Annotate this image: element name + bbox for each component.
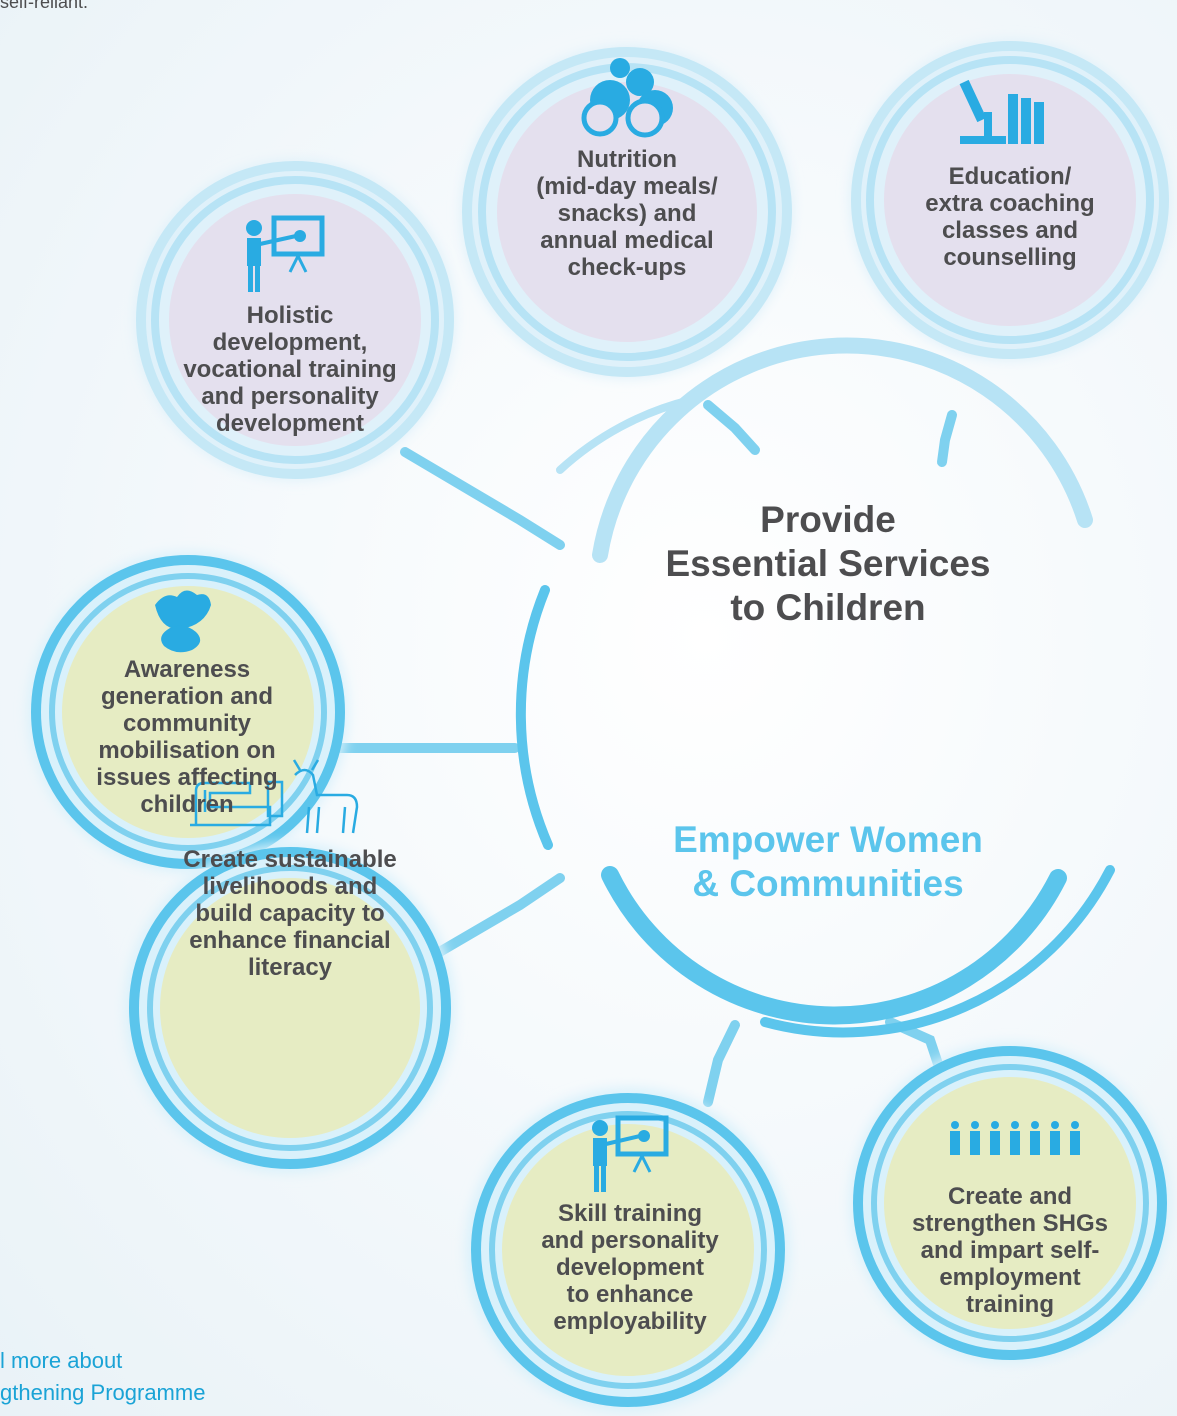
bubble-line: generation and	[100, 683, 274, 710]
people-group-icon	[950, 1121, 1080, 1155]
bubble-skills	[466, 1088, 790, 1412]
microscope-books-icon	[959, 79, 1044, 144]
bubble-text-nutrition: Nutrition (mid-day meals/ snacks) and an…	[507, 146, 747, 281]
bubble-line: employment	[939, 1264, 1081, 1291]
hub-arc-bottom-outer	[760, 865, 1115, 1038]
bubble-line: Skill training	[557, 1200, 703, 1227]
heading-line: Provide	[760, 499, 896, 540]
bubble-text-skills: Skill training and personality developme…	[510, 1200, 750, 1335]
presenter-board-icon-skills	[592, 1115, 669, 1192]
top-text-fragment: self-reliant.	[0, 0, 89, 12]
read-more-link[interactable]: l more about gthening Programme	[0, 1345, 205, 1409]
bubble-line: development	[215, 410, 365, 437]
fruits-icon	[581, 58, 673, 138]
bubble-text-shgs: Create and strengthen SHGs and impart se…	[890, 1183, 1130, 1318]
heading-line: to Children	[730, 587, 926, 628]
heading-essential-services: Provide Essential Services to Children	[618, 498, 1038, 630]
bubble-line: Nutrition	[577, 146, 677, 173]
bubble-holistic	[135, 160, 455, 480]
bubble-line: children	[140, 791, 234, 818]
hub-arcs	[515, 337, 1115, 1038]
bubble-line: vocational training	[183, 356, 397, 383]
bubble-line: build capacity to	[195, 900, 385, 927]
read-more-line-2[interactable]: gthening Programme	[0, 1380, 206, 1405]
bubble-line: training	[966, 1291, 1054, 1318]
connector-holistic	[400, 447, 565, 550]
bubble-line: Create and	[947, 1183, 1073, 1210]
bubble-text-education: Education/ extra coaching classes and co…	[890, 163, 1130, 271]
bubble-line: employability	[553, 1308, 707, 1335]
bubble-line: Create sustainable	[183, 846, 397, 873]
heading-line: & Communities	[692, 863, 964, 904]
bubble-line: Holistic	[246, 302, 334, 329]
hub-arc-left	[515, 585, 553, 850]
bubble-line: enhance financial	[189, 927, 391, 954]
connector-skills	[703, 1020, 740, 1107]
bubble-line: (mid-day meals/	[536, 173, 718, 200]
bubble-line: check-ups	[567, 254, 687, 281]
connector-nutrition	[703, 400, 760, 455]
bubble-line: community	[122, 710, 251, 737]
bubble-line: livelihoods and	[202, 873, 378, 900]
bubble-line: Awareness	[123, 656, 251, 683]
hub-arc-top	[592, 337, 1093, 563]
heading-line: Essential Services	[665, 543, 991, 584]
presenter-board-icon	[246, 215, 325, 292]
joined-hands-icon	[155, 590, 211, 653]
bubble-education	[850, 40, 1170, 360]
read-more-line-1[interactable]: l more about	[0, 1348, 123, 1373]
bubble-line: counselling	[943, 244, 1077, 271]
bubble-line: literacy	[247, 954, 333, 981]
bubble-text-holistic: Holistic development, vocational trainin…	[150, 302, 430, 437]
bubble-line: issues affecting	[96, 764, 278, 791]
bubble-line: Education/	[948, 163, 1072, 190]
bubble-line: strengthen SHGs	[911, 1210, 1109, 1237]
bubble-line: development,	[212, 329, 368, 356]
heading-line: Empower Women	[673, 819, 983, 860]
bubble-line: mobilisation on	[98, 737, 276, 764]
heading-empower-women: Empower Women & Communities	[628, 818, 1028, 906]
bubble-text-livelihoods: Create sustainable livelihoods and build…	[150, 846, 430, 981]
sewing-machine-goat-icon	[190, 759, 359, 834]
bubble-line: to enhance	[566, 1281, 694, 1308]
bubble-line: and personality	[201, 383, 379, 410]
hub-arc-top-outer	[556, 396, 694, 474]
bubble-line: annual medical	[540, 227, 714, 254]
bubble-line: extra coaching	[925, 190, 1095, 217]
bubble-line: and impart self-	[920, 1237, 1100, 1264]
hub-arc-bottom	[601, 866, 1067, 1025]
bubble-livelihoods	[125, 843, 455, 1173]
connector-education	[937, 410, 957, 467]
bubble-line: development	[555, 1254, 705, 1281]
bubble-text-awareness: Awareness generation and community mobil…	[62, 656, 312, 818]
bubble-line: and personality	[541, 1227, 719, 1254]
bubble-line: snacks) and	[557, 200, 697, 227]
bubble-line: classes and	[941, 217, 1079, 244]
